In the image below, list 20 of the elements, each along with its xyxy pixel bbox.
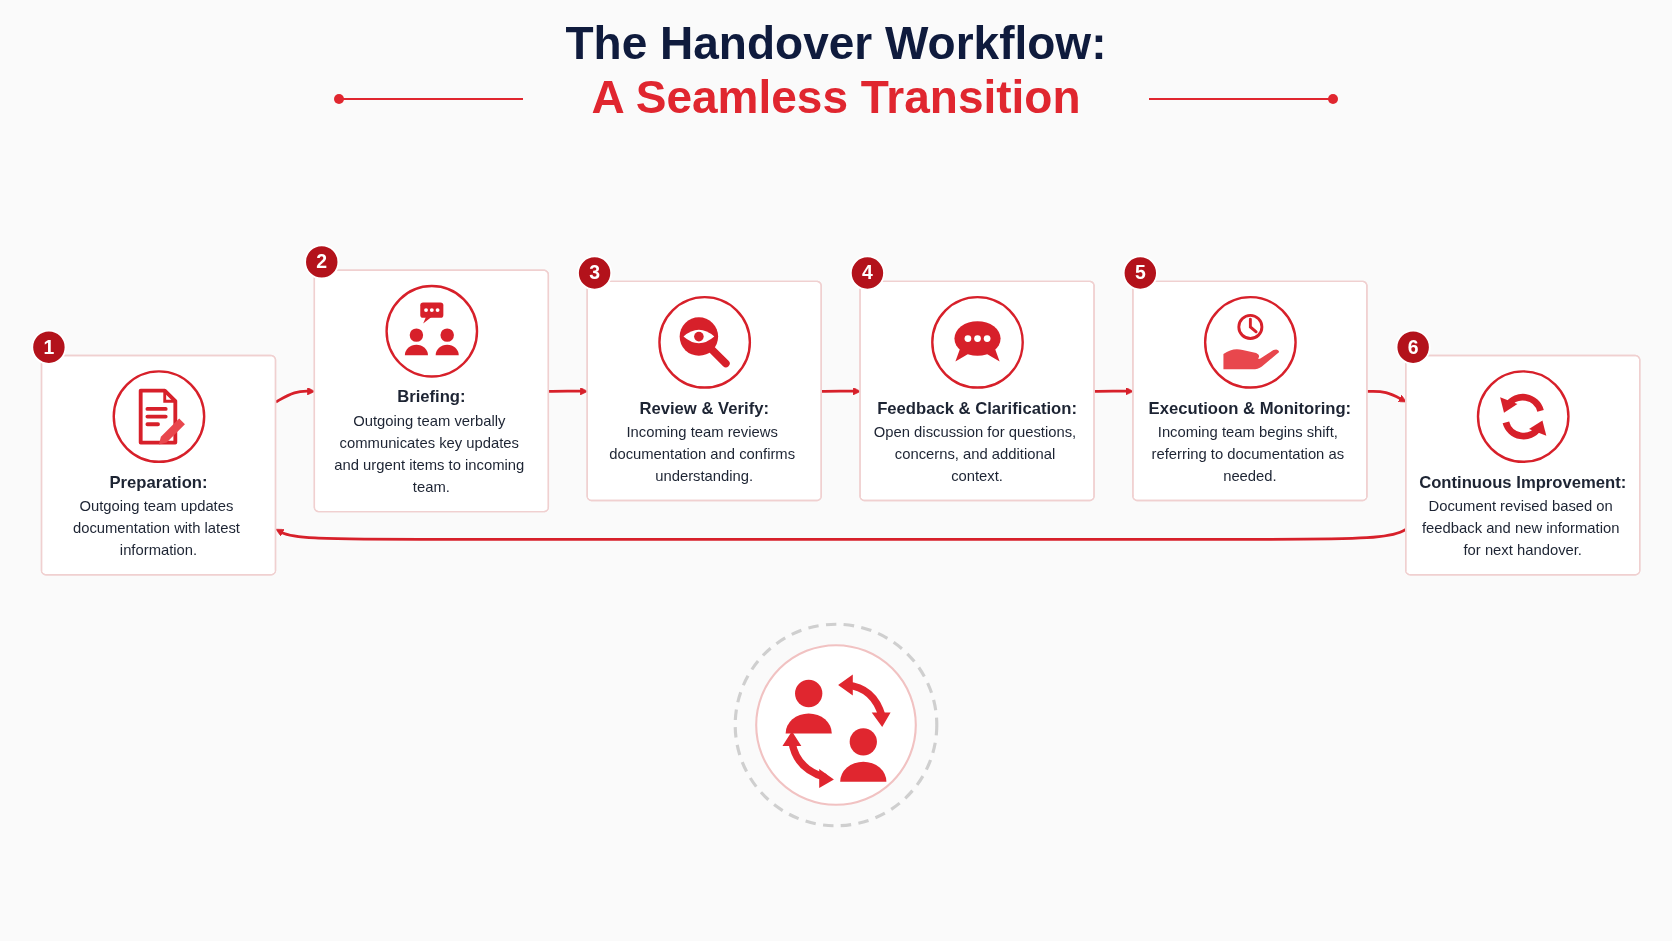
step-title: Briefing: (397, 387, 466, 406)
step-description: Outgoing team verbally communicates key updates and urgent items to incoming team. (334, 412, 526, 495)
step-number-badge: 6 (1395, 329, 1431, 365)
step-title: Feedback & Clarification: (877, 398, 1077, 418)
step-description: Document revised based on feedback and new information for next handover. (1421, 497, 1621, 558)
step-title: Executioon & Monitoring: (1148, 398, 1352, 418)
step-number-badge: 1 (31, 329, 67, 365)
step-description: Incoming team begins shift, referring to documentation as needed. (1151, 423, 1346, 484)
step-description: Incoming team reviews documentation and confirms understanding. (609, 423, 797, 484)
step-title: Preparation: (109, 472, 208, 492)
step-description: Outgoing team updates documentation with latest information. (72, 497, 241, 558)
step-description: Open discussion for questions, concerns, and additional context. (873, 423, 1078, 484)
step-title: Continuous Improvement: (1419, 472, 1627, 492)
step-number-badge: 2 (304, 244, 340, 280)
step-number-badge: 3 (577, 255, 613, 291)
arrow (821, 386, 861, 396)
step-title: Review & Verify: (639, 398, 769, 418)
step-number-badge: 4 (849, 255, 886, 291)
title: The Handover Workflow: A Seamless Transition (564, 16, 1108, 125)
step-number-badge: 5 (1122, 255, 1158, 291)
